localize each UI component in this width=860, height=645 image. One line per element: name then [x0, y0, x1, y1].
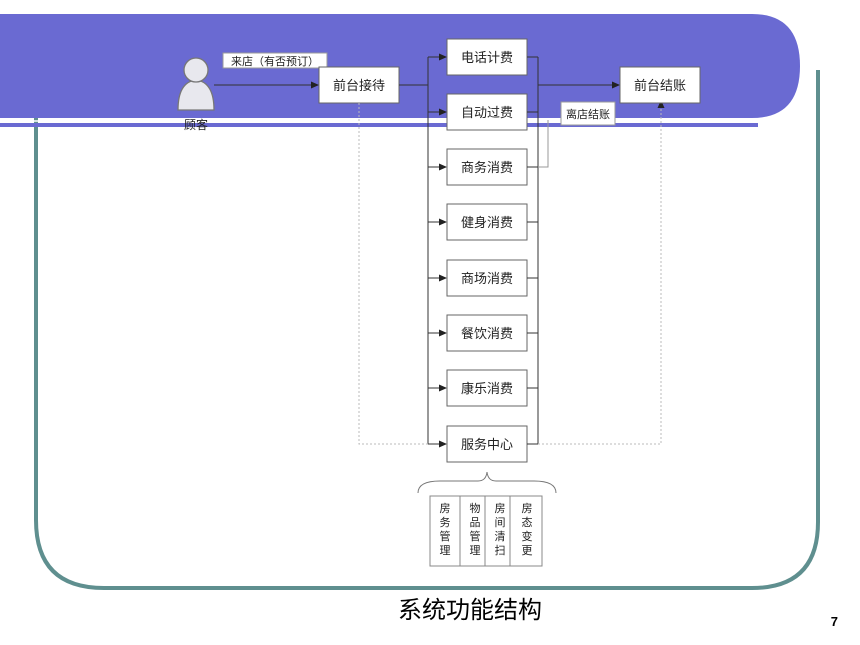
checkout-node	[619, 66, 701, 104]
svg-text:房间清扫: 房间清扫	[495, 502, 506, 557]
svg-text:房务管理: 房务管理	[440, 502, 451, 557]
service-label-2: 商务消费	[461, 160, 513, 176]
sub-service-3-char-1: 态	[522, 516, 533, 529]
service-label-3: 健身消费	[461, 215, 513, 231]
service-node-3: 健身消费	[428, 203, 538, 241]
arrival-label: 来店（有否预订）	[231, 54, 319, 68]
reception-label: 前台接待	[333, 78, 385, 94]
service-label-5: 餐饮消费	[461, 326, 513, 342]
service-node-6: 康乐消费	[428, 369, 538, 407]
service-node-1: 自动过费	[428, 93, 538, 131]
sub-service-2-char-0: 房	[495, 502, 506, 515]
business-extra-link	[538, 120, 549, 168]
svg-text:房态变更: 房态变更	[522, 502, 533, 557]
leave-checkout-box	[560, 101, 616, 126]
customer-label: 顾客	[184, 117, 208, 132]
slide-caption: 系统功能结构	[398, 596, 542, 624]
sub-service-0-char-0: 房	[440, 502, 451, 515]
service-label-1: 自动过费	[461, 106, 513, 121]
svg-text:物品管理: 物品管理	[470, 501, 481, 557]
sub-service-1-char-3: 理	[470, 544, 481, 557]
sub-service-1-char-0: 物	[470, 501, 481, 515]
arrival-label-box	[222, 52, 328, 69]
service-node-5: 餐饮消费	[428, 314, 538, 352]
service-label-6: 康乐消费	[461, 381, 513, 397]
service-node-7: 服务中心	[428, 425, 538, 463]
service-node-4: 商场消费	[428, 259, 538, 297]
checkout-label: 前台结账	[634, 78, 686, 94]
slide-frame	[34, 70, 820, 590]
customer-person-icon	[177, 57, 215, 111]
sub-service-3-char-3: 更	[522, 544, 533, 557]
sub-service-2-char-2: 清	[495, 530, 506, 543]
sub-service-brace	[417, 471, 557, 494]
sub-service-1-char-2: 管	[470, 529, 481, 543]
sub-service-1-char-1: 品	[470, 516, 481, 529]
sub-service-box-0: 房务管理	[429, 495, 461, 567]
service-label-4: 商场消费	[461, 272, 513, 287]
reception-dotted-link	[358, 103, 428, 445]
sub-service-box-3: 房态变更	[509, 495, 543, 567]
sub-service-0-char-1: 务	[440, 516, 451, 529]
sub-service-2-char-1: 间	[495, 516, 506, 529]
sub-service-2-char-3: 扫	[495, 544, 506, 557]
sub-service-3-char-0: 房	[522, 502, 533, 515]
service-center-dotted-link	[538, 101, 662, 445]
leave-checkout-label: 离店结账	[566, 107, 610, 121]
sub-service-3-char-2: 变	[522, 529, 533, 543]
page-number: 7	[830, 614, 838, 629]
sub-service-0-char-3: 理	[440, 544, 451, 557]
service-label-0: 电话计费	[461, 51, 513, 66]
service-label-7: 服务中心	[461, 437, 513, 453]
sub-service-0-char-2: 管	[440, 529, 451, 543]
service-node-0: 电话计费	[428, 38, 538, 76]
service-node-2: 商务消费	[428, 148, 538, 186]
